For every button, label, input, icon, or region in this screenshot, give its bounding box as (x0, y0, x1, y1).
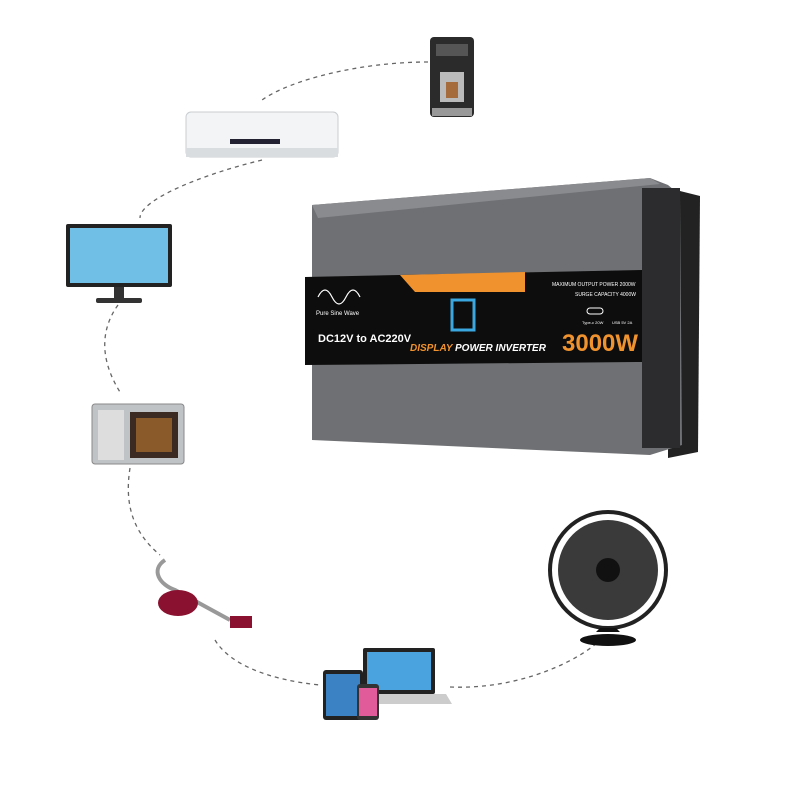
wave-label: Pure Sine Wave (316, 311, 360, 317)
power-inverter (305, 178, 700, 458)
microwave-icon (91, 403, 185, 465)
brand-word2: POWER INVERTER (455, 343, 546, 354)
coffee-machine-icon (430, 37, 474, 117)
usb-label: USB 5V 2A (612, 320, 633, 325)
sine-wave-icon (317, 289, 361, 305)
logo (450, 298, 476, 332)
max-output-label: MAXIMUM OUTPUT POWER 2000W (552, 282, 636, 288)
monitor-icon (66, 224, 172, 303)
fan-icon (548, 510, 668, 646)
vacuum-cleaner-icon (155, 558, 252, 628)
brand-word1: DISPLAY (410, 343, 453, 354)
wattage-label: 3000W (562, 330, 639, 357)
typec-label: Type-c 20W (582, 320, 604, 325)
voltage-label: DC12V to AC220V (318, 333, 412, 345)
surge-label: SURGE CAPACITY 4000W (575, 292, 636, 298)
typec-port-icon (586, 307, 604, 315)
air-conditioner-icon (185, 111, 339, 158)
devices-icon (323, 648, 452, 720)
connection-path (104, 61, 601, 688)
